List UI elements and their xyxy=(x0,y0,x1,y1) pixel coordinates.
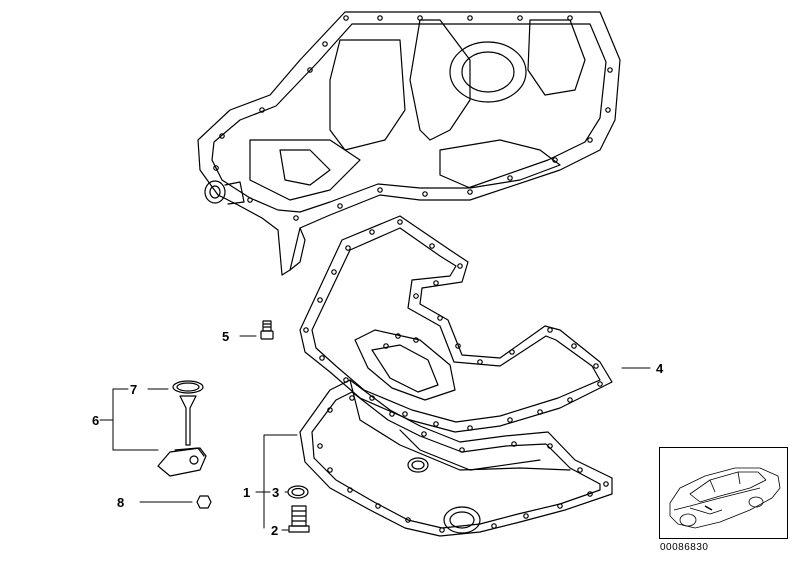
callout-7: 7 xyxy=(130,382,138,397)
callout-5: 5 xyxy=(222,329,230,344)
drain-plug xyxy=(288,505,310,533)
vehicle-inset xyxy=(659,447,788,539)
seal-ring xyxy=(287,485,309,499)
oil-pan-gasket xyxy=(299,215,613,433)
upper-oil-pan xyxy=(197,11,621,276)
callout-4: 4 xyxy=(656,361,664,376)
oil-level-sensor xyxy=(157,380,207,477)
callout-2: 2 xyxy=(271,523,279,538)
nut-part-8 xyxy=(196,495,212,509)
callout-1: 1 xyxy=(243,485,251,500)
leader-lines xyxy=(99,335,651,531)
car-illustration xyxy=(669,467,781,529)
callout-8: 8 xyxy=(117,495,125,510)
callout-6: 6 xyxy=(92,413,100,428)
lower-oil-pan xyxy=(299,379,613,537)
diagram-number: 00086830 xyxy=(660,542,709,553)
bolt-part-5 xyxy=(260,320,274,340)
callout-3: 3 xyxy=(272,485,280,500)
